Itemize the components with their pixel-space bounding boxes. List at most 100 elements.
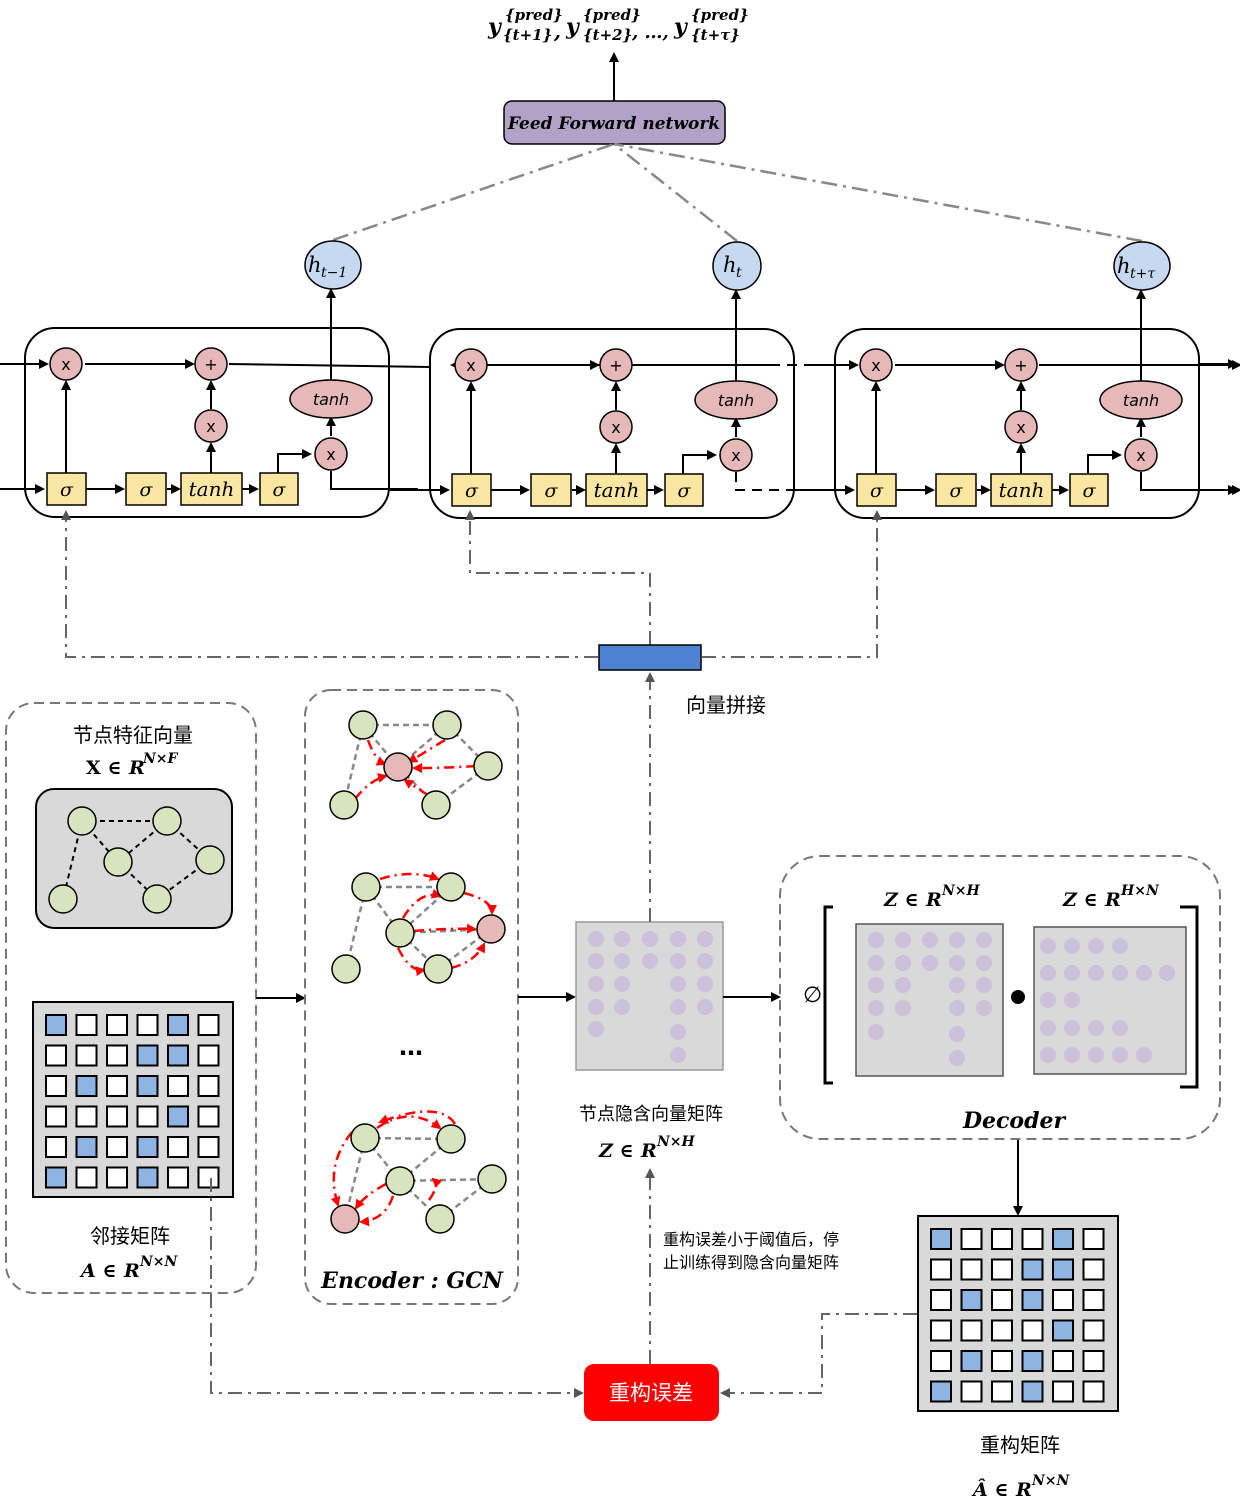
output-mult-op-label: x — [1136, 446, 1145, 465]
pred-y1: y — [487, 14, 503, 40]
recon-cell — [1052, 1289, 1074, 1311]
decoder-phi: ∅ — [803, 983, 822, 1008]
recon-cell — [991, 1228, 1013, 1250]
graph-node — [477, 1164, 507, 1194]
pred-y3: y — [673, 14, 689, 40]
sigma-gate-1-label: σ — [60, 479, 74, 501]
decoder-zt-dot — [1159, 965, 1175, 981]
adjacency-cell — [167, 1105, 189, 1128]
feature-node — [142, 884, 172, 914]
svg-text:R: R — [925, 889, 942, 911]
recon-cell — [930, 1319, 952, 1342]
decoder-z-dot — [868, 977, 884, 993]
adjacency-cell — [45, 1044, 67, 1067]
adjacency-cell — [197, 1136, 220, 1158]
adjacency-cell — [106, 1044, 128, 1067]
tanh-op — [1099, 380, 1183, 420]
recon-cell — [1021, 1228, 1044, 1250]
message-edge — [401, 888, 442, 919]
decoder-z-dot — [868, 1000, 884, 1016]
graph-node — [473, 751, 503, 781]
recon-cell — [930, 1258, 952, 1281]
recon-cell — [1052, 1350, 1074, 1372]
decoder-zt-dot — [1136, 1047, 1152, 1063]
input-mult-op-label: x — [1016, 418, 1025, 437]
svg-text:H×N: H×N — [1120, 883, 1160, 899]
decoder-panel — [779, 855, 1221, 1140]
adjacency-cell — [106, 1105, 128, 1128]
message-edge — [413, 923, 477, 934]
input-mult-op-label: x — [611, 418, 620, 437]
graph-node — [385, 918, 415, 948]
latent-title: 节点隐含向量矩阵 — [579, 1104, 723, 1125]
svg-text:Z ∈: Z ∈ — [883, 889, 919, 911]
recon-cell — [1082, 1228, 1105, 1250]
decoder-z2-formula: Z ∈ R H×N — [1062, 883, 1160, 911]
latent-dot — [697, 976, 713, 992]
pred-y3-sub: {t+τ} — [691, 26, 740, 44]
concat-to-lstm-links — [61, 510, 882, 658]
encoder-ellipsis: … — [399, 1033, 423, 1061]
decoder-zt-dot — [1112, 938, 1128, 954]
tanh-op-label: tanh — [1123, 391, 1159, 410]
decoder-z-dot — [976, 1000, 992, 1016]
graph-node — [425, 1204, 455, 1234]
svg-text:N×H: N×H — [941, 883, 981, 899]
decoder-z-dot — [868, 1024, 884, 1040]
svg-text:t−1: t−1 — [321, 265, 347, 281]
decoder-label: Decoder — [962, 1108, 1067, 1134]
adjacency-cell — [136, 1166, 159, 1189]
recon-matrix-title: 重构矩阵 — [980, 1433, 1060, 1457]
message-edge — [366, 739, 387, 766]
svg-text:N×H: N×H — [656, 1134, 696, 1150]
target-node — [383, 752, 413, 782]
adjacency-cell — [106, 1136, 128, 1158]
error-links — [210, 1168, 917, 1398]
message-edge — [376, 1115, 442, 1130]
decoder-z1-formula: Z ∈ R N×H — [883, 883, 981, 911]
adjacency-cell — [45, 1075, 67, 1097]
adjacency-cell — [136, 1136, 159, 1158]
output-gate-path — [682, 450, 717, 474]
adjacency-cell — [136, 1044, 159, 1067]
forget-mult-op — [454, 348, 488, 382]
latent-dot — [670, 953, 686, 969]
feed-forward-network: Feed Forward network — [503, 100, 726, 145]
recon-cell — [930, 1350, 952, 1372]
adjacency-cell — [167, 1136, 189, 1158]
adjacency-cell — [136, 1105, 159, 1128]
input-mult-op — [1004, 410, 1038, 444]
latent-dot — [697, 953, 713, 969]
latent-dot — [642, 953, 658, 969]
message-edge — [378, 1110, 457, 1125]
message-edge — [354, 1182, 387, 1210]
decoder-zt-dot — [1040, 992, 1056, 1008]
concat-vector — [598, 644, 702, 671]
tanh-op — [289, 379, 373, 419]
decoder-zt-dot — [1112, 1047, 1128, 1063]
add-op-label: + — [609, 356, 622, 375]
message-edge — [379, 871, 440, 881]
tanh-gate — [180, 472, 243, 506]
adjacency-cell — [75, 1075, 98, 1097]
graph-node — [329, 790, 359, 820]
graph-node — [436, 1124, 466, 1154]
recon-cell — [1021, 1350, 1044, 1372]
sigma-gate-2 — [125, 472, 167, 506]
latent-dots — [588, 931, 713, 1063]
adjacency-cell — [197, 1166, 220, 1189]
adjacency-cell — [197, 1014, 220, 1036]
graph-node — [432, 710, 462, 740]
decoder-z-dot — [895, 932, 911, 948]
recon-cell — [1082, 1380, 1105, 1403]
add-op — [194, 347, 228, 381]
feature-graph — [48, 806, 225, 914]
sigma-gate-2 — [530, 473, 572, 507]
svg-text:R: R — [1015, 1479, 1032, 1501]
svg-text:h: h — [308, 253, 322, 277]
recon-cell — [960, 1350, 983, 1372]
